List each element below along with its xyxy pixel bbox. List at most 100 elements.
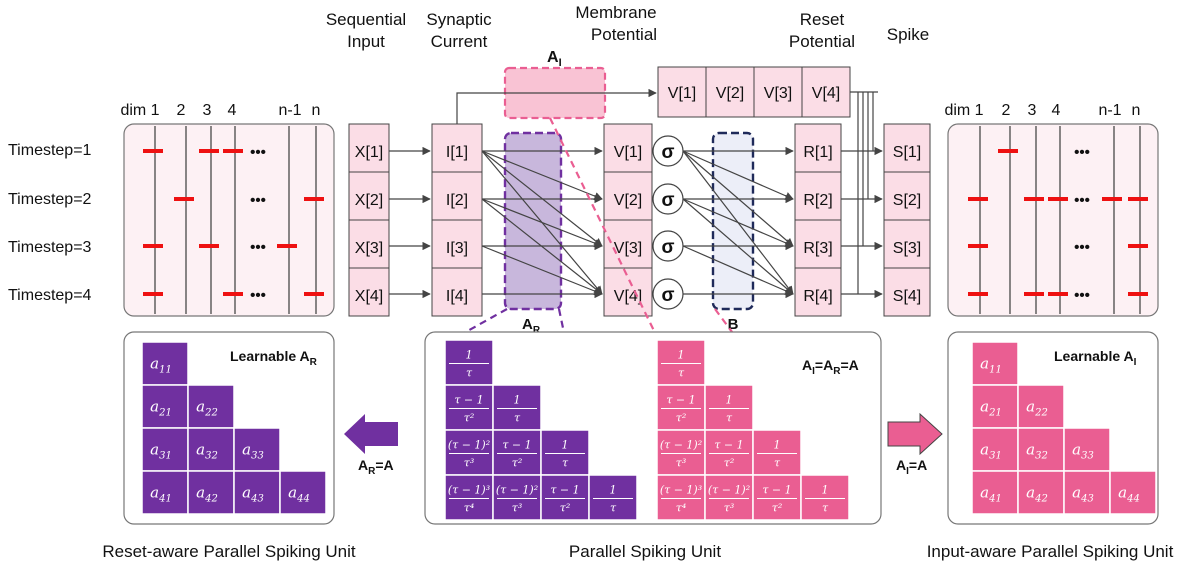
tau-numerator: 1 [822, 484, 829, 497]
tau-cell [704, 474, 754, 521]
tau-cell [492, 384, 542, 431]
caption-center: Parallel Spiking Unit [569, 542, 721, 561]
x-node-1: X[1] [355, 144, 383, 161]
matrix-cell-label: a33 [1072, 441, 1094, 462]
edge-arrow [682, 150, 794, 247]
b-label: B [728, 316, 739, 333]
tau-numerator: 1 [726, 394, 733, 407]
matrix-cell [971, 341, 1019, 386]
tau-denominator: τ³ [512, 502, 523, 515]
tau-denominator: τ³ [676, 457, 687, 470]
tau-denominator: τ [726, 412, 733, 425]
matrix-cell [187, 384, 235, 429]
svg-text:Timestep=2: Timestep=2 [8, 191, 92, 208]
tau-cell [444, 429, 494, 476]
column-dividers [349, 171, 930, 269]
matrix-cell [1063, 427, 1111, 472]
tau-denominator: τ [774, 457, 781, 470]
matrix-cell [233, 470, 281, 515]
right-big-arrow-icon [887, 412, 943, 456]
tau-cell [656, 429, 706, 476]
svg-text:n: n [312, 102, 321, 119]
tau-numerator: (τ − 1)³ [660, 484, 702, 497]
svg-text:4: 4 [228, 102, 237, 119]
matrix-cell-label: a44 [1118, 484, 1140, 505]
svg-text:Synaptic: Synaptic [426, 10, 492, 29]
matrix-cell [1063, 470, 1111, 515]
left-big-arrow-icon [344, 414, 398, 454]
svg-text:n: n [1132, 102, 1141, 119]
matrix-cell-label: a42 [1026, 484, 1048, 505]
v-node-3: V[3] [614, 240, 642, 257]
tau-cell [752, 474, 802, 521]
top-v-node-3: V[3] [764, 85, 792, 102]
i-node-1: I[1] [446, 144, 468, 161]
tau-cell [444, 474, 494, 521]
tau-denominator: τ [610, 502, 617, 515]
matrix-cell-label: a22 [1026, 398, 1048, 419]
matrix-cell [1109, 470, 1157, 515]
svg-text:Current: Current [431, 32, 488, 51]
matrix-cell-label: a43 [242, 484, 264, 505]
x-node-4: X[4] [355, 288, 383, 305]
svg-text:n-1: n-1 [1098, 102, 1121, 119]
svg-text:n-1: n-1 [278, 102, 301, 119]
matrix-cell-label: a11 [150, 355, 172, 376]
right-raster-panel [947, 123, 1159, 317]
r-node-2: R[2] [803, 192, 832, 209]
tau-cell [800, 474, 850, 521]
i-to-top-v-arrow [456, 88, 657, 124]
header-membrane-potential: Membrane Potential [575, 3, 657, 44]
tau-numerator: τ − 1 [502, 439, 531, 452]
header-spike: Spike [887, 25, 930, 44]
raster-ellipsis: ••• [1074, 144, 1090, 161]
tau-denominator: τ² [676, 412, 687, 425]
tau-denominator: τ³ [724, 502, 735, 515]
v-node-2: V[2] [614, 192, 642, 209]
tau-cell [752, 429, 802, 476]
matrix-cell-label: a43 [1072, 484, 1094, 505]
tau-cell [444, 339, 494, 386]
svg-text:dim 1: dim 1 [120, 102, 159, 119]
edge-arrow [481, 198, 603, 248]
left-raster-panel [123, 123, 335, 317]
tau-numerator: 1 [678, 349, 685, 362]
tau-numerator: (τ − 1)² [708, 484, 750, 497]
s-node-2: S[2] [893, 192, 921, 209]
svg-text:3: 3 [1028, 102, 1037, 119]
matrix-cell [1017, 470, 1065, 515]
top-v-node-2: V[2] [716, 85, 744, 102]
top-membrane-row: V[1] V[2] V[3] V[4] [657, 66, 851, 118]
tau-numerator: 1 [610, 484, 617, 497]
a-i-label: AI [547, 49, 562, 69]
r-node-3: R[3] [803, 240, 832, 257]
matrix-cell-label: a21 [150, 398, 172, 419]
tau-cell [704, 429, 754, 476]
sigma-4: σ [662, 285, 675, 306]
tau-numerator: τ − 1 [714, 439, 743, 452]
svg-text:Sequential: Sequential [326, 10, 406, 29]
i-node-4: I[4] [446, 288, 468, 305]
svg-text:2: 2 [1002, 102, 1011, 119]
edge-arrow [682, 198, 794, 247]
matrix-cell-label: a33 [242, 441, 264, 462]
sigma-2: σ [662, 190, 675, 211]
tau-denominator: τ⁴ [676, 502, 687, 515]
learnable-ar-label: Learnable AR [230, 348, 318, 368]
top-v-node-1: V[1] [668, 85, 696, 102]
sigma-3: σ [662, 237, 675, 258]
tau-denominator: τ [466, 367, 473, 380]
matrix-cell-label: a22 [196, 398, 218, 419]
matrix-cell [1017, 384, 1065, 429]
svg-text:3: 3 [203, 102, 212, 119]
tau-denominator: τ² [724, 457, 735, 470]
matrix-cell-label: a32 [196, 441, 218, 462]
matrix-cell [233, 427, 281, 472]
ai-eq-a-label: AI=A [896, 457, 927, 477]
matrix-cell [141, 470, 189, 515]
tau-cell [444, 384, 494, 431]
v-node-1: V[1] [614, 144, 642, 161]
svg-text:Potential: Potential [789, 32, 855, 51]
